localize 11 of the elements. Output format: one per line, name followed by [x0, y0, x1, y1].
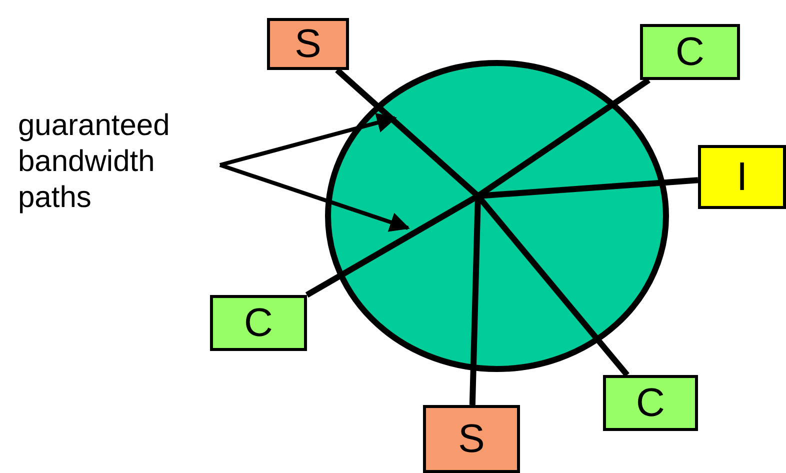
- arrow: [219, 163, 410, 232]
- station-box: S: [423, 405, 520, 473]
- station-box: C: [603, 375, 698, 431]
- arrow: [219, 113, 397, 167]
- station-box: I: [698, 145, 786, 209]
- station-box: C: [210, 295, 307, 351]
- annotation-text: guaranteed bandwidth paths: [18, 108, 223, 228]
- path-line: [335, 68, 480, 198]
- station-box: S: [267, 18, 349, 70]
- network-circle: [325, 60, 669, 372]
- station-box: C: [640, 24, 740, 80]
